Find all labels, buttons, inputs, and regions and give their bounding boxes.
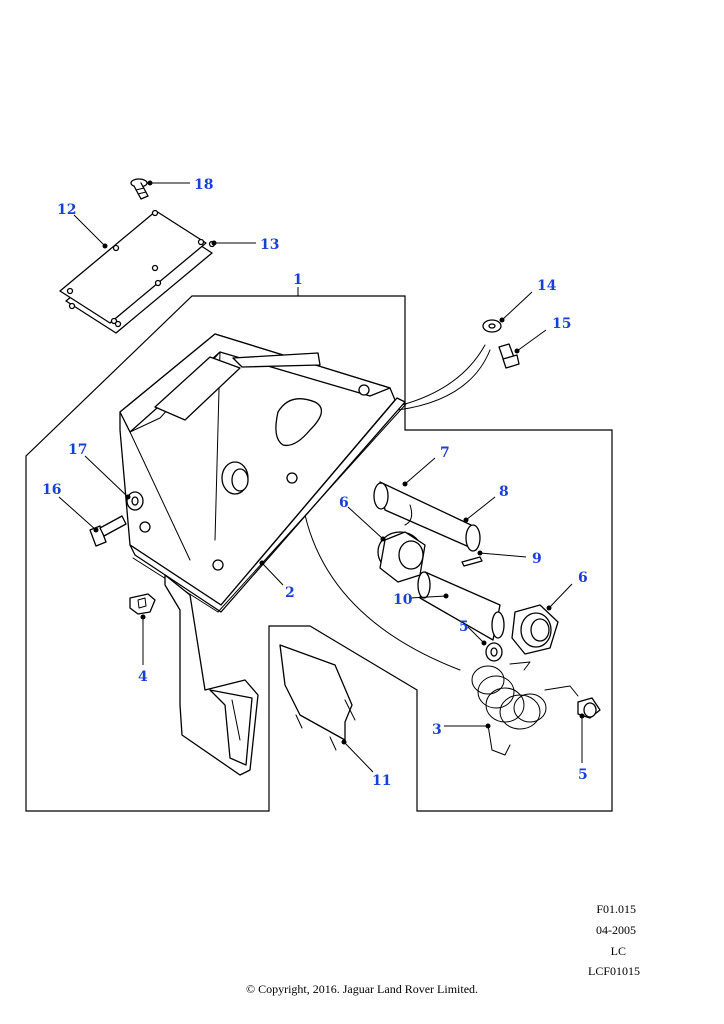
nut-17	[126, 491, 144, 511]
figure-code: LCF01015	[587, 964, 640, 978]
callout-11: 11	[372, 773, 391, 789]
copyright-notice: © Copyright, 2016. Jaguar Land Rover Lim…	[245, 982, 479, 996]
callout-9: 9	[532, 551, 542, 567]
assembly-link-arc-lower	[304, 514, 461, 671]
callout-14: 14	[537, 278, 557, 294]
callout-7: 7	[440, 445, 450, 461]
callout-18: 18	[194, 177, 213, 193]
bush-6-left	[377, 531, 426, 583]
figure-model: LC	[610, 944, 626, 958]
callout-5-upper: 5	[459, 619, 469, 635]
leader-lines	[58, 180, 585, 773]
bush-6-right	[511, 604, 559, 655]
gasket-2	[132, 403, 407, 613]
bush-5-lower	[577, 697, 601, 719]
callout-4: 4	[138, 669, 148, 685]
callout-6-right: 6	[578, 570, 588, 586]
callout-17: 17	[68, 442, 87, 458]
callout-3: 3	[432, 722, 442, 738]
cover-plate-12	[59, 209, 216, 334]
shaft-10	[417, 571, 505, 641]
callout-10: 10	[393, 592, 413, 608]
pin-9	[461, 556, 483, 567]
callout-2: 2	[285, 585, 295, 601]
pedal-box-housing	[119, 333, 406, 613]
callout-6-left: 6	[339, 495, 349, 511]
bush-5-upper	[485, 642, 503, 662]
callout-8: 8	[499, 484, 509, 500]
callout-13: 13	[260, 237, 279, 253]
pivot-shaft-7	[373, 481, 481, 552]
callout-15: 15	[552, 316, 571, 332]
brake-pedal-arm	[164, 574, 259, 776]
figure-reference: F01.015	[596, 902, 636, 916]
assembly-link-arc-upper-2	[397, 349, 491, 411]
figure-date: 04-2005	[596, 923, 636, 937]
bolt-15	[498, 343, 520, 369]
clip-4	[129, 593, 156, 615]
washer-14	[482, 319, 502, 333]
callout-12: 12	[57, 202, 76, 218]
pedal-pad-11	[279, 644, 356, 751]
assembly-link-arc-upper	[397, 344, 486, 407]
assembly-frame	[25, 295, 613, 812]
callout-1: 1	[293, 272, 303, 288]
callout-5-lower: 5	[578, 767, 588, 783]
return-spring-3	[471, 661, 579, 756]
screw-18	[130, 178, 149, 200]
callout-16: 16	[42, 482, 61, 498]
